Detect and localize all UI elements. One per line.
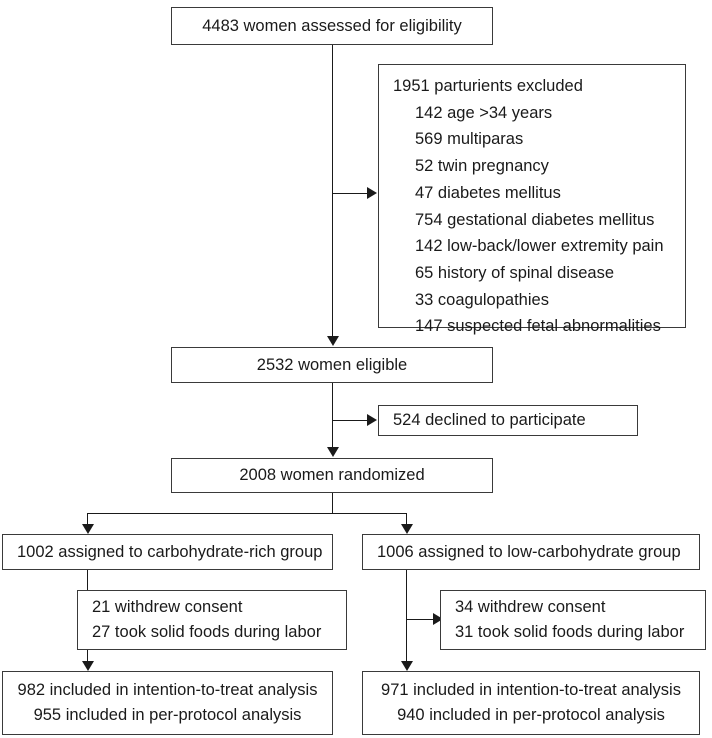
arrowhead-into-right-assigned bbox=[401, 524, 413, 534]
node-declined: 524 declined to participate bbox=[378, 405, 638, 436]
excluded-reason-7: 33 coagulopathies bbox=[415, 290, 549, 309]
excluded-reason-4: 754 gestational diabetes mellitus bbox=[415, 210, 655, 229]
arrowhead-into-right-analysis bbox=[401, 661, 413, 671]
excluded-reason-2: 52 twin pregnancy bbox=[415, 157, 549, 176]
arrowhead-into-left-analysis bbox=[82, 661, 94, 671]
left-loss-item-0: 21 withdrew consent bbox=[92, 598, 243, 617]
right-analysis-item-0: 971 included in intention-to-treat analy… bbox=[381, 681, 681, 700]
right-analysis-item-1: 940 included in per-protocol analysis bbox=[397, 706, 665, 724]
node-eligible-label: 2532 women eligible bbox=[256, 355, 408, 374]
excluded-reason-0: 142 age >34 years bbox=[415, 103, 553, 122]
excluded-reason-8: 147 suspected fetal abnormalities bbox=[415, 317, 661, 336]
node-randomized: 2008 women randomized bbox=[171, 458, 493, 493]
arrowhead-into-excluded bbox=[367, 187, 377, 199]
excluded-title: 1951 parturients excluded bbox=[393, 77, 583, 95]
node-excluded: 1951 parturients excluded 142 age >34 ye… bbox=[378, 64, 686, 335]
node-randomized-label: 2008 women randomized bbox=[239, 466, 425, 485]
connector-eligible-to-randomized bbox=[332, 383, 333, 447]
connector-to-right-losses bbox=[406, 619, 434, 620]
left-analysis-item-1: 955 included in per-protocol analysis bbox=[33, 706, 302, 724]
connector-split-left-drop bbox=[87, 513, 88, 525]
node-assessed-label: 4483 women assessed for eligibility bbox=[202, 16, 462, 35]
node-left-losses: 21 withdrew consent 27 took solid foods … bbox=[77, 590, 347, 650]
connector-assessed-to-eligible bbox=[332, 45, 333, 337]
node-assessed-for-eligibility: 4483 women assessed for eligibility bbox=[171, 7, 493, 45]
connector-split-right-drop bbox=[406, 513, 407, 525]
arrowhead-into-declined bbox=[367, 414, 377, 426]
node-right-assigned: 1006 assigned to low-carbohydrate group bbox=[362, 534, 700, 570]
connector-split-bar bbox=[87, 513, 407, 514]
excluded-reason-5: 142 low-back/lower extremity pain bbox=[415, 237, 664, 256]
left-analysis-item-0: 982 included in intention-to-treat analy… bbox=[17, 681, 318, 700]
connector-to-declined bbox=[332, 420, 368, 421]
node-declined-label: 524 declined to participate bbox=[393, 411, 586, 430]
connector-to-excluded bbox=[332, 193, 368, 194]
excluded-reason-1: 569 multiparas bbox=[415, 130, 524, 149]
node-right-assigned-label: 1006 assigned to low-carbohydrate group bbox=[377, 542, 681, 561]
node-right-analysis: 971 included in intention-to-treat analy… bbox=[362, 671, 700, 735]
node-right-losses: 34 withdrew consent 31 took solid foods … bbox=[440, 590, 706, 650]
excluded-reason-3: 47 diabetes mellitus bbox=[415, 183, 561, 202]
left-loss-item-1: 27 took solid foods during labor bbox=[92, 623, 322, 641]
arrowhead-into-right-losses bbox=[433, 613, 443, 625]
node-eligible: 2532 women eligible bbox=[171, 347, 493, 383]
arrowhead-into-left-assigned bbox=[82, 524, 94, 534]
node-left-analysis: 982 included in intention-to-treat analy… bbox=[2, 671, 333, 735]
right-loss-item-0: 34 withdrew consent bbox=[455, 598, 606, 617]
node-left-assigned-label: 1002 assigned to carbohydrate-rich group bbox=[17, 542, 323, 561]
arrowhead-into-randomized bbox=[327, 447, 339, 457]
connector-randomized-stem bbox=[332, 493, 333, 514]
arrowhead-into-eligible bbox=[327, 336, 339, 346]
connector-right-arm-trunk bbox=[406, 570, 407, 662]
node-left-assigned: 1002 assigned to carbohydrate-rich group bbox=[2, 534, 333, 570]
excluded-reason-6: 65 history of spinal disease bbox=[415, 264, 615, 283]
right-loss-item-1: 31 took solid foods during labor bbox=[455, 623, 685, 641]
